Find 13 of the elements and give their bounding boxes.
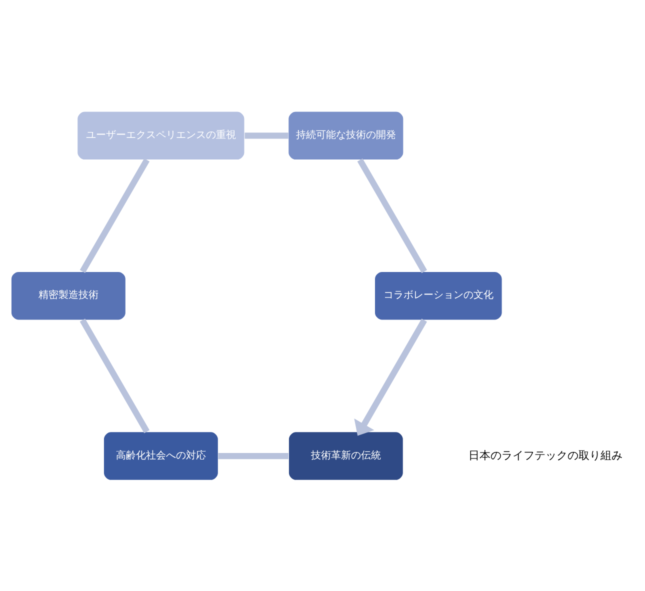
arrow <box>354 318 427 436</box>
node-box: 精密製造技術 <box>10 270 126 320</box>
connector <box>244 132 288 138</box>
node-box: ユーザーエクスペリエンスの重視 <box>77 110 245 160</box>
node-box: 高齢化社会への対応 <box>103 431 218 480</box>
node-box: 持続可能な技術の開発 <box>288 110 404 160</box>
node-box: 技術革新の伝統 <box>288 431 404 480</box>
connector <box>357 158 428 273</box>
connector <box>80 158 150 273</box>
label: 日本のライフテックの取り組み <box>468 448 623 462</box>
node-box: コラボレーションの文化 <box>374 270 502 320</box>
connector <box>80 318 150 433</box>
connector <box>218 452 288 459</box>
